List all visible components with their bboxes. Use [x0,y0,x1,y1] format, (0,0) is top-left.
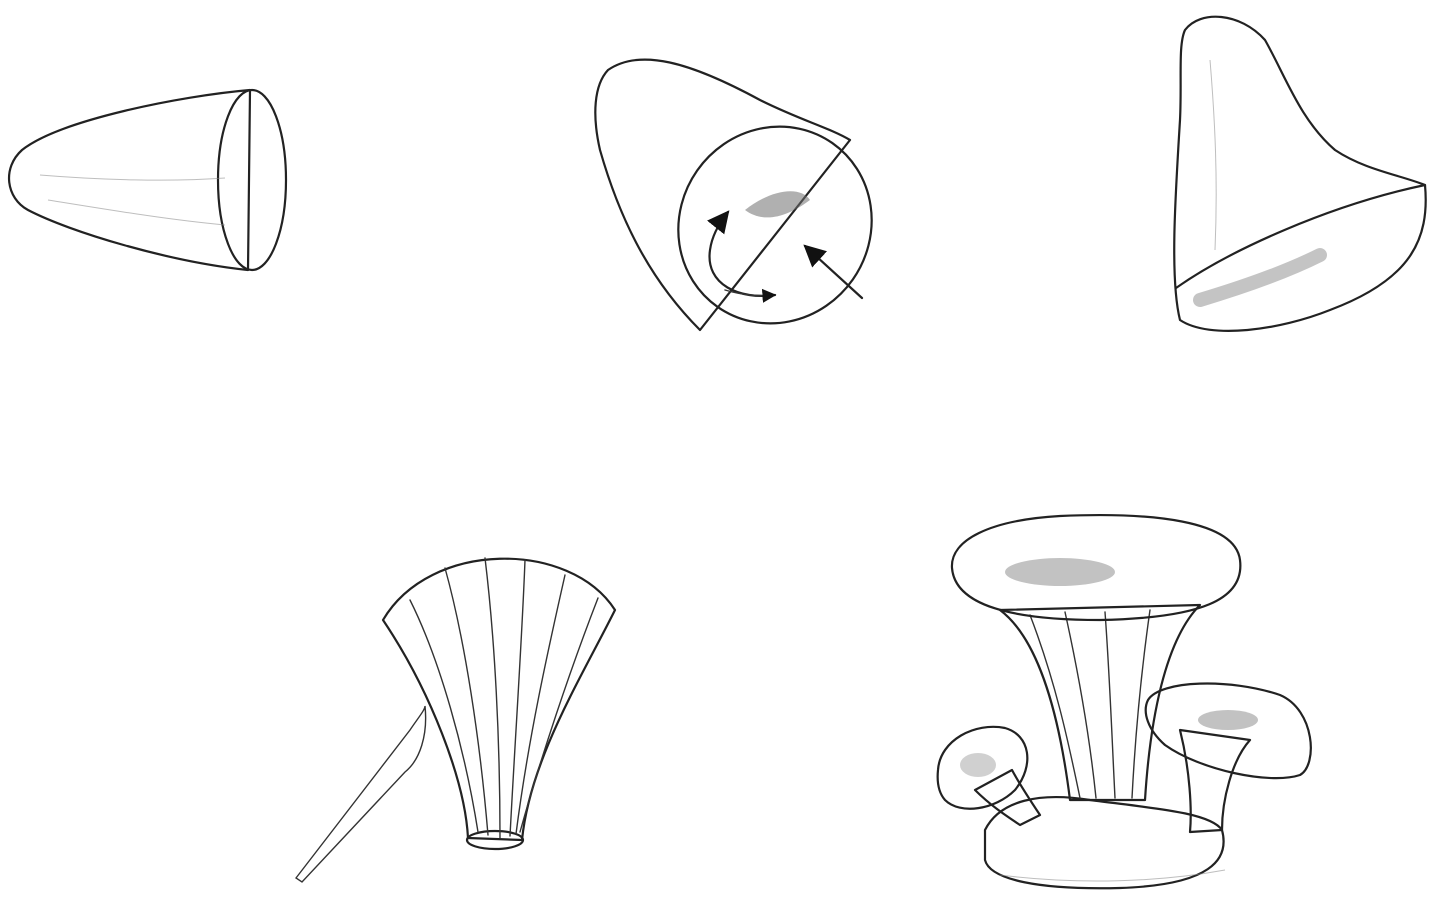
step2-cone-hollowing [595,60,910,362]
cone2-body [595,60,850,330]
right-stem [1180,730,1250,832]
press-arrow [805,246,862,298]
step4-ribbed-stem [296,558,615,882]
stem-body [383,559,615,840]
big-stem [1000,605,1200,800]
right-cap [1146,684,1311,779]
rotate-arrow [710,212,775,296]
cone3-body [1174,17,1425,331]
step5-mushroom-cluster [938,515,1311,888]
cone3-rim [1176,185,1425,288]
step1-cone-blank [9,90,286,270]
cone2-face [640,89,910,362]
knife-icon [296,706,426,882]
step3-flared-cone [1174,17,1425,331]
cluster-base [985,797,1224,888]
cone1-face [218,90,286,270]
hollow-shade [745,191,810,217]
